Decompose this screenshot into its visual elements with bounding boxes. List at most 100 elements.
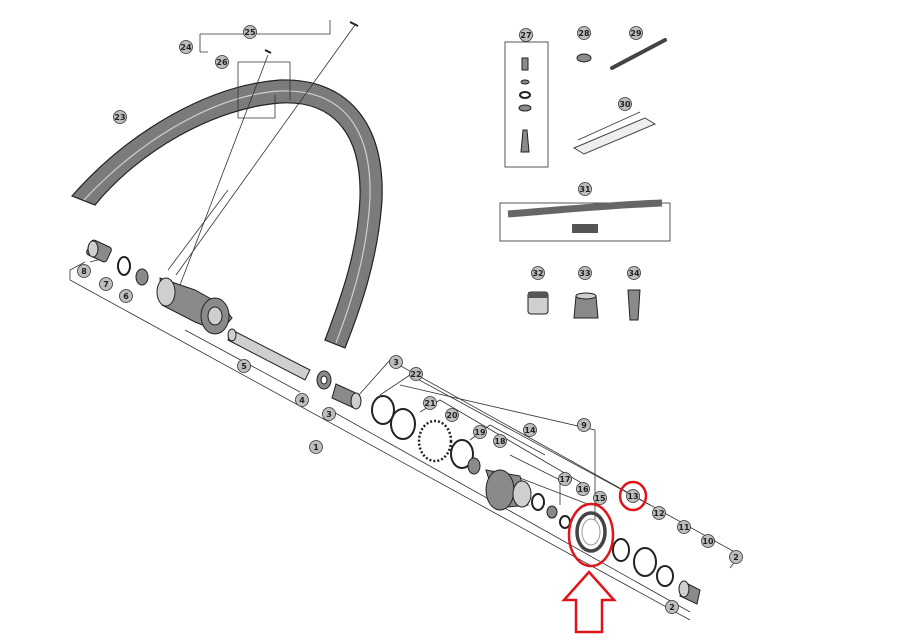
callout-1: 1 [309,440,323,454]
rim-part-23 [70,79,383,349]
callout-number: 12 [653,509,664,518]
callout-circle [309,440,323,454]
callout-number: 29 [630,29,642,38]
red-arrow-icon [561,570,617,634]
callout-number: 6 [123,292,129,301]
callout-27: 27 [519,28,533,42]
callout-19: 19 [473,425,487,439]
callout-29: 29 [629,26,643,40]
callout-number: 23 [114,113,125,122]
callout-circle [119,289,133,303]
callout-number: 27 [520,31,531,40]
callout-circle [701,534,715,548]
callout-circle [99,277,113,291]
callout-number: 7 [103,280,109,289]
callout-number: 3 [326,410,332,419]
callout-circle [627,266,641,280]
callout-circle [237,359,251,373]
callout-number: 1 [313,443,319,452]
callout-circle [578,182,592,196]
callout-circle [531,266,545,280]
callout-circle [473,425,487,439]
callout-9: 9 [577,418,591,432]
callout-2: 2 [729,550,743,564]
callout-14: 14 [523,423,537,437]
callout-circle [445,408,459,422]
callout-circle [629,26,643,40]
callout-number: 9 [581,421,587,430]
part-33 [573,292,599,319]
callout-circle [215,55,229,69]
valve-kit-box-27 [504,41,549,168]
callout-30: 30 [618,97,632,111]
callout-number: 18 [494,437,506,446]
part-28 [576,53,592,63]
callout-circle [665,600,679,614]
spokes-part-25 [167,21,359,286]
callout-circle [577,418,591,432]
callout-circle [577,26,591,40]
callout-circle [77,264,91,278]
callout-number: 20 [446,411,458,420]
tool-29 [610,38,667,70]
callout-3: 3 [389,355,403,369]
callout-labels: 1223345678910111213141516171819202122232… [77,25,743,614]
callout-5: 5 [237,359,251,373]
callout-32: 32 [531,266,545,280]
callout-circle [677,520,691,534]
callout-34: 34 [627,266,641,280]
callout-number: 24 [180,43,192,52]
callout-number: 31 [579,185,591,194]
callout-10: 10 [701,534,715,548]
callout-number: 11 [678,523,690,532]
hub-parts [86,239,701,605]
callout-20: 20 [445,408,459,422]
callout-15: 15 [593,491,607,505]
callout-number: 25 [244,28,256,37]
callout-number: 15 [594,494,606,503]
highlight-marks [561,480,648,634]
callout-number: 32 [532,269,543,278]
callout-13: 13 [626,489,640,503]
callout-number: 3 [393,358,399,367]
callout-12: 12 [652,506,666,520]
part-34 [627,289,641,321]
callout-16: 16 [576,482,590,496]
callout-number: 2 [669,603,675,612]
callout-circle [322,407,336,421]
callout-number: 33 [579,269,590,278]
callout-number: 2 [733,553,739,562]
callout-circle [389,355,403,369]
strip-30 [572,111,657,155]
callout-circle [558,472,572,486]
callout-number: 14 [524,426,536,435]
callout-7: 7 [99,277,113,291]
callout-number: 17 [559,475,570,484]
callout-number: 16 [577,485,589,494]
callout-circle [243,25,257,39]
callout-circle [179,40,193,54]
highlight-ellipse-13 [618,480,648,512]
callout-circle [618,97,632,111]
callout-number: 26 [216,58,228,67]
callout-number: 13 [627,492,638,501]
callout-number: 34 [628,269,640,278]
callout-number: 4 [299,396,305,405]
callout-number: 5 [241,362,247,371]
callout-21: 21 [423,396,437,410]
callout-circle [493,434,507,448]
callout-number: 19 [474,428,486,437]
callout-number: 8 [81,267,87,276]
callout-17: 17 [558,472,572,486]
callout-number: 28 [578,29,590,38]
callout-31: 31 [578,182,592,196]
callout-28: 28 [577,26,591,40]
callout-number: 21 [424,399,436,408]
callout-number: 30 [619,100,631,109]
callout-circle [729,550,743,564]
highlight-ellipse-part [567,502,615,568]
callout-18: 18 [493,434,507,448]
callout-22: 22 [409,367,423,381]
callout-number: 22 [410,370,421,379]
